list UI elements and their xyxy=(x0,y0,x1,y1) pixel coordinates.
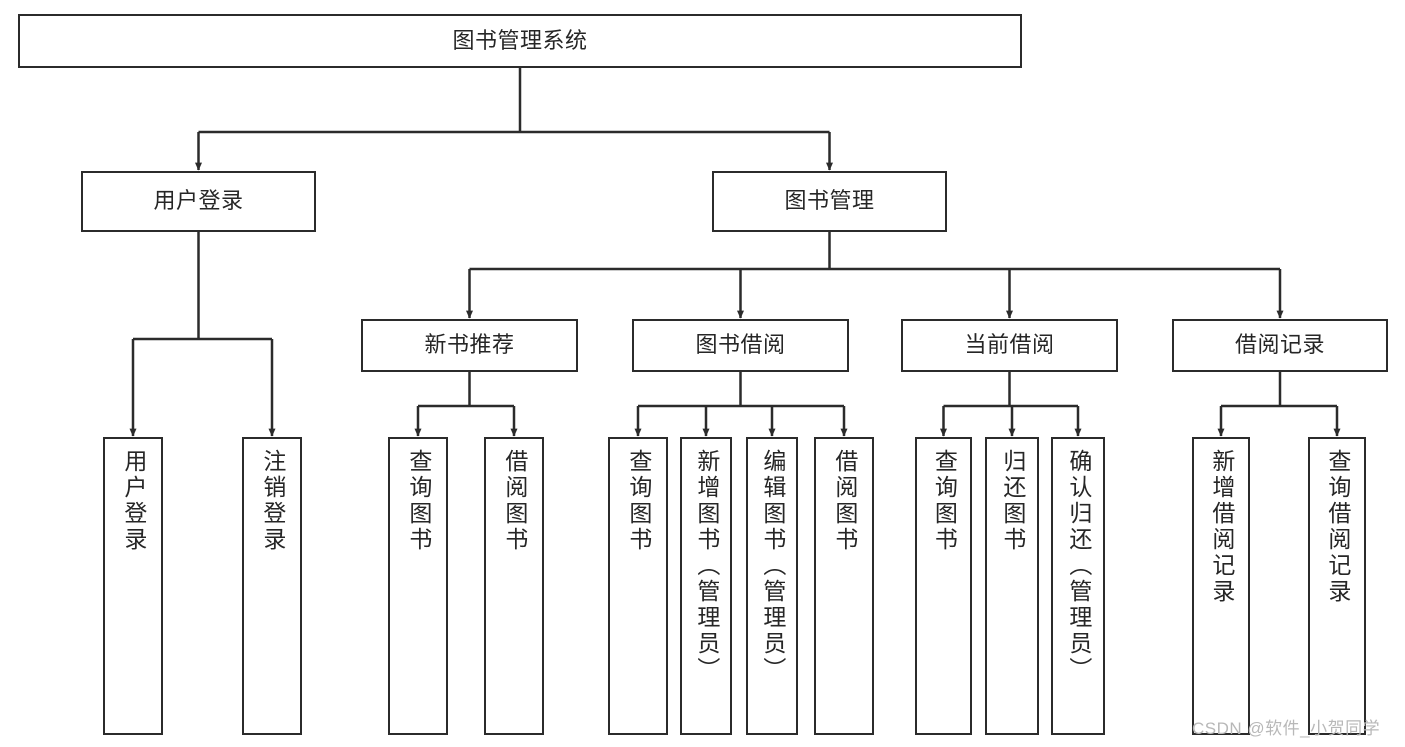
node-new-book-rec[interactable]: 新书推荐 xyxy=(361,319,578,372)
node-leaf-confirm[interactable]: 确认归还（管理员） xyxy=(1051,437,1105,735)
node-leaf-edit-book[interactable]: 编辑图书（管理员） xyxy=(746,437,798,735)
node-label-leaf-borrow-2: 借阅图书 xyxy=(831,449,858,553)
node-label-leaf-query-1: 查询图书 xyxy=(405,449,432,553)
node-leaf-borrow-2[interactable]: 借阅图书 xyxy=(814,437,874,735)
node-label-leaf-add-record: 新增借阅记录 xyxy=(1208,449,1235,605)
node-leaf-query-2[interactable]: 查询图书 xyxy=(608,437,668,735)
node-label-book-borrow: 图书借阅 xyxy=(695,332,786,358)
node-leaf-query-1[interactable]: 查询图书 xyxy=(388,437,448,735)
node-leaf-borrow-1[interactable]: 借阅图书 xyxy=(484,437,544,735)
node-leaf-return[interactable]: 归还图书 xyxy=(985,437,1039,735)
node-user-login[interactable]: 用户登录 xyxy=(81,171,316,232)
node-label-user-login: 用户登录 xyxy=(153,188,244,214)
node-label-new-book-rec: 新书推荐 xyxy=(424,332,515,358)
node-label-leaf-borrow-1: 借阅图书 xyxy=(501,449,528,553)
node-label-leaf-query-3: 查询图书 xyxy=(931,449,958,553)
node-label-current-borrow: 当前借阅 xyxy=(964,332,1055,358)
node-label-leaf-add-book: 新增图书（管理员） xyxy=(693,449,720,683)
node-label-leaf-logout: 注销登录 xyxy=(259,449,286,553)
node-leaf-logout[interactable]: 注销登录 xyxy=(242,437,302,735)
node-leaf-user-login[interactable]: 用户登录 xyxy=(103,437,163,735)
node-leaf-qry-record[interactable]: 查询借阅记录 xyxy=(1308,437,1366,735)
node-label-leaf-qry-record: 查询借阅记录 xyxy=(1324,449,1351,605)
node-label-leaf-query-2: 查询图书 xyxy=(625,449,652,553)
node-book-manage[interactable]: 图书管理 xyxy=(712,171,947,232)
node-label-book-manage: 图书管理 xyxy=(784,188,875,214)
node-leaf-query-3[interactable]: 查询图书 xyxy=(915,437,972,735)
node-leaf-add-record[interactable]: 新增借阅记录 xyxy=(1192,437,1250,735)
node-label-leaf-return: 归还图书 xyxy=(999,449,1026,553)
node-label-leaf-user-login: 用户登录 xyxy=(120,449,147,553)
node-book-borrow[interactable]: 图书借阅 xyxy=(632,319,849,372)
node-label-borrow-record: 借阅记录 xyxy=(1234,332,1325,358)
node-label-leaf-confirm: 确认归还（管理员） xyxy=(1065,449,1092,683)
node-current-borrow[interactable]: 当前借阅 xyxy=(901,319,1118,372)
node-label-leaf-edit-book: 编辑图书（管理员） xyxy=(759,449,786,683)
node-root[interactable]: 图书管理系统 xyxy=(18,14,1022,68)
node-borrow-record[interactable]: 借阅记录 xyxy=(1172,319,1388,372)
node-label-root: 图书管理系统 xyxy=(452,27,588,53)
node-leaf-add-book[interactable]: 新增图书（管理员） xyxy=(680,437,732,735)
